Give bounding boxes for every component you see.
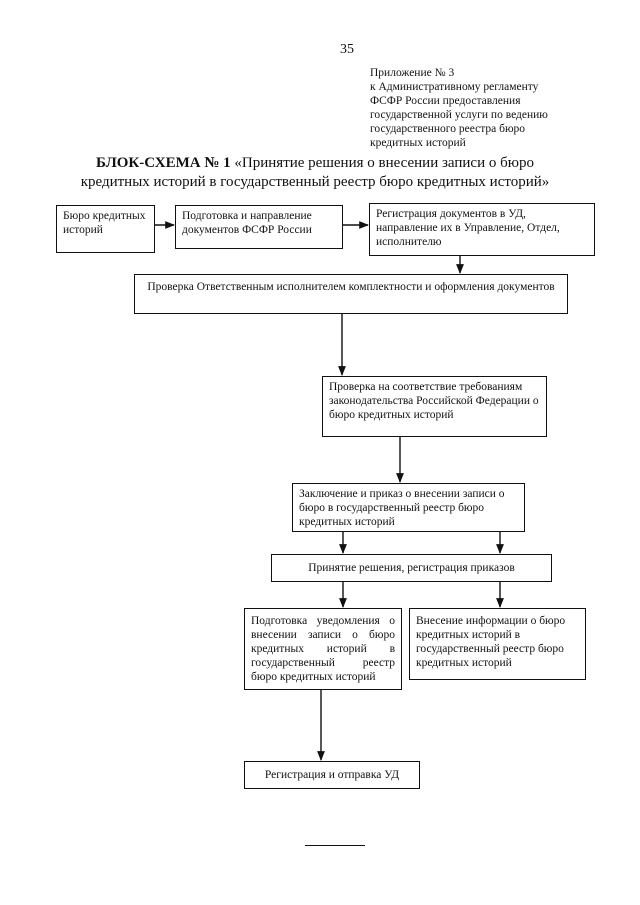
box-prepare-notice: Подготовка уведомления о внесении записи… bbox=[244, 608, 402, 690]
appendix-line: к Административному регламенту bbox=[370, 81, 539, 93]
page-number: 35 bbox=[340, 42, 354, 57]
appendix-note: Приложение № 3 к Административному регла… bbox=[370, 66, 590, 150]
box-enter-info: Внесение информации о бюро кредитных ист… bbox=[409, 608, 586, 680]
appendix-line: Приложение № 3 bbox=[370, 67, 455, 79]
diagram-title: БЛОК-СХЕМА № 1 «Принятие решения о внесе… bbox=[80, 154, 550, 192]
box-bureau: Бюро кредитных историй bbox=[56, 205, 155, 253]
box-check-compliance: Проверка на соответствие требованиям зак… bbox=[322, 376, 547, 437]
diagram-title-bold: БЛОК-СХЕМА № 1 bbox=[96, 155, 231, 171]
appendix-line: ФСФР России предоставления bbox=[370, 95, 521, 107]
box-conclusion-order: Заключение и приказ о внесении записи о … bbox=[292, 483, 525, 532]
box-prepare-docs: Подготовка и направление документов ФСФР… bbox=[175, 205, 343, 249]
box-register-docs: Регистрация документов в УД, направление… bbox=[369, 203, 595, 256]
appendix-line: государственного реестра бюро bbox=[370, 123, 526, 135]
box-register-send: Регистрация и отправка УД bbox=[244, 761, 420, 789]
footer-rule bbox=[305, 845, 365, 846]
box-decision-registration: Принятие решения, регистрация приказов bbox=[271, 554, 552, 582]
appendix-line: государственной услуги по ведению bbox=[370, 109, 548, 121]
appendix-line: кредитных историй bbox=[370, 137, 466, 149]
diagram-title-text: «Принятие решения о внесении записи о бю… bbox=[80, 155, 550, 190]
box-check-completeness: Проверка Ответственным исполнителем комп… bbox=[134, 274, 568, 314]
